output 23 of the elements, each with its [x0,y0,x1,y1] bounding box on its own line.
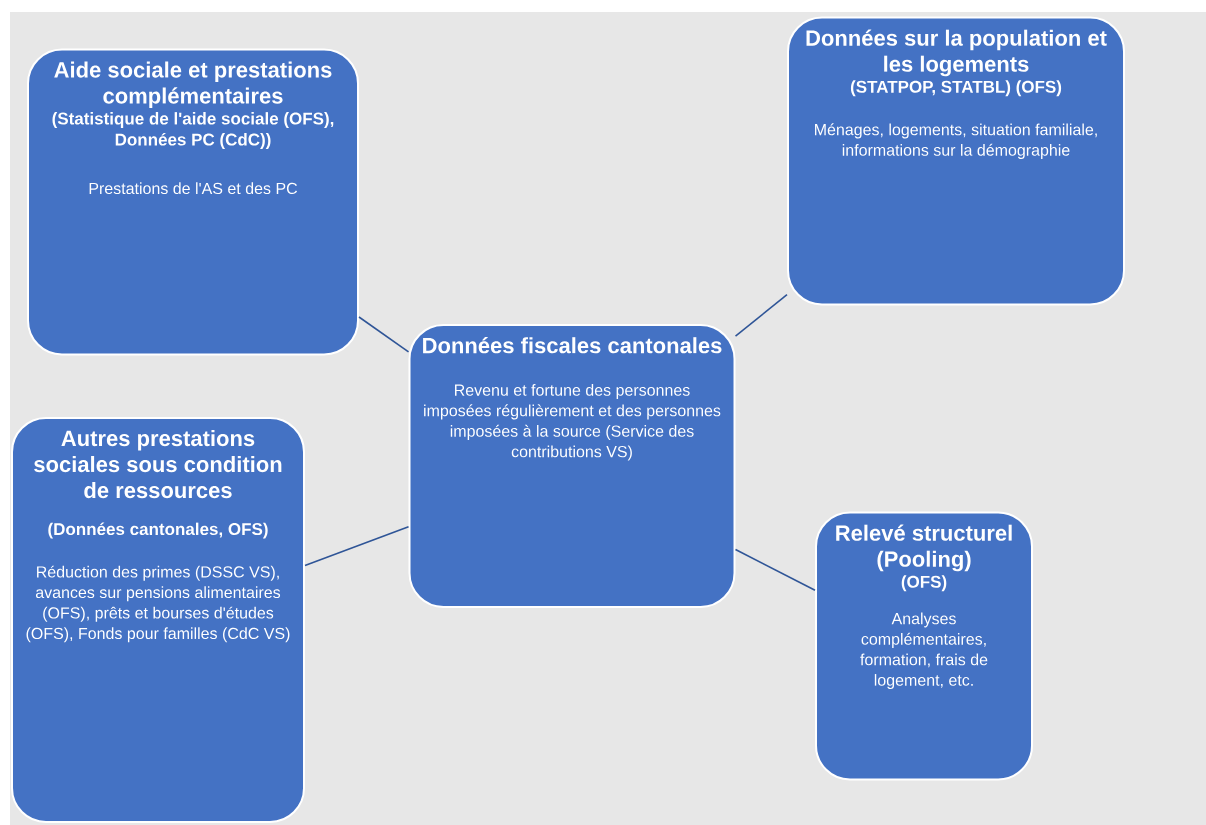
connector-line [734,293,788,337]
connector-line [734,548,816,592]
description-text: Analyses complémentaires, formation, frais de logement, etc. [860,612,988,689]
rounded-box [787,16,1125,306]
connector-line [358,316,410,353]
rounded-box [11,417,305,823]
box-title: Données sur la population et les logements [806,29,1107,77]
source-text: (OFS) [901,575,947,592]
description-text: Prestations de l'AS et des PC [89,182,298,195]
description-text: Réduction des primes (DSSC VS), avances sur pensions alimentaires (OFS), prêts et bourses d'études (OFS), Fonds pour familles (CdC VS) [26,565,290,643]
description-text: Ménages, logements, situation familiale, informations sur la démographie [815,123,1097,159]
source-text: (Données cantonales, OFS) [48,522,268,539]
box-title: Autres prestations sociales sous condition de ressources [34,430,282,499]
box-title: Relevé structurel (Pooling) [836,524,1012,572]
description-text: Revenu et fortune des personnes imposées régulièrement et des personnes imposées à la source (Service des contributions VS) [424,384,721,461]
rounded-box [27,48,359,356]
source-text: (Statistique de l'aide sociale (OFS), Données PC (CdC)) [52,112,334,149]
source-text: (STATPOP, STATBL) (OFS) [850,80,1062,97]
connector-line [304,525,410,567]
rounded-box [408,324,736,608]
box-title: Données fiscales cantonales [423,337,722,354]
box-title: Aide sociale et prestations complémentaires [54,61,332,108]
rounded-box [815,511,1033,781]
